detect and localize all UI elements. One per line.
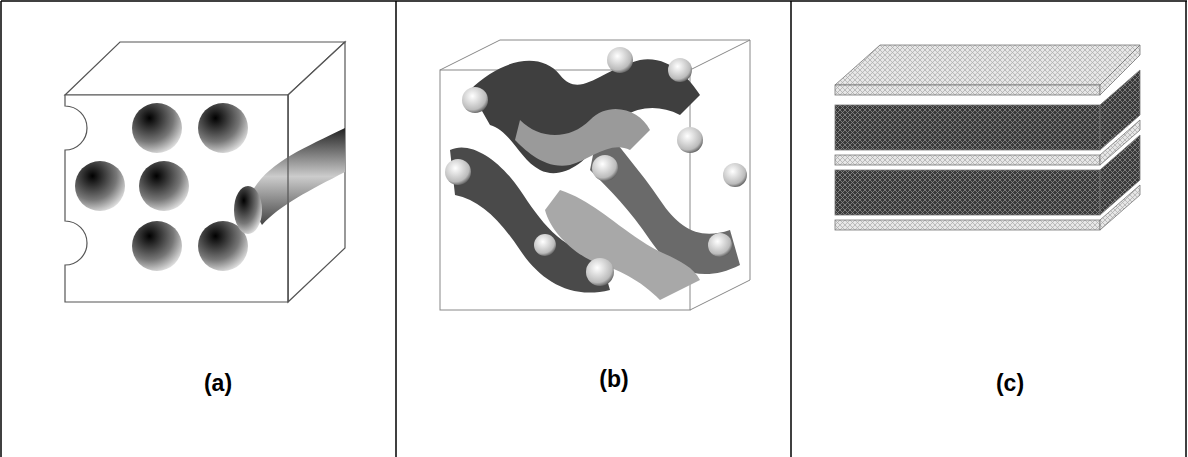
lamellar-phase [835,45,1140,230]
gyroid-phase [440,40,750,310]
panel-label: (a) [202,370,234,397]
cylinder-phase [65,42,345,302]
panel-label: (c) [994,370,1026,397]
panel-label: (b) [597,366,630,393]
